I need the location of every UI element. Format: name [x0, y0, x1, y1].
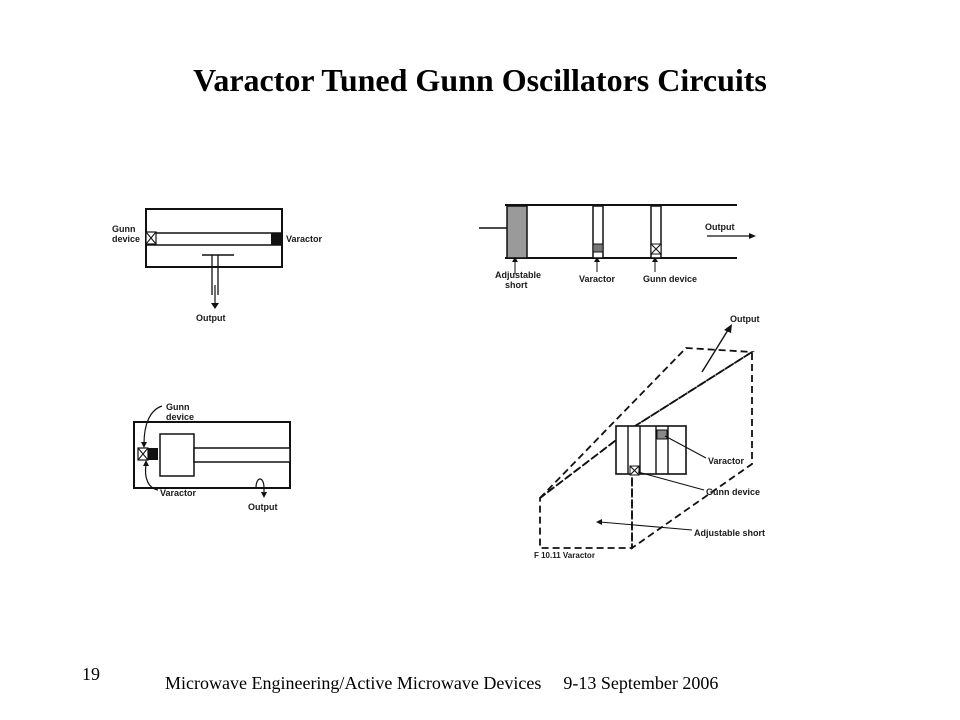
- adjustable-short-label: Adjustable: [495, 270, 541, 280]
- waveguide-post: [145, 232, 283, 246]
- output-line: [193, 447, 291, 463]
- varactor-symbol: [656, 429, 668, 440]
- svg-text:device: device: [112, 234, 140, 244]
- slide-number: 19: [82, 664, 100, 684]
- output-label: Output: [705, 222, 735, 232]
- cavity-oscillator-figure: Output Varactor Gunn device Adjustable s…: [520, 300, 790, 562]
- gunn-device-label: Gunn device: [706, 487, 760, 497]
- output-arrow: [255, 478, 265, 494]
- post-window: [615, 425, 687, 475]
- cavity-outline: [539, 347, 755, 550]
- adjustable-short-block: [506, 205, 528, 259]
- gunn-device-label: Gunn device: [643, 274, 697, 284]
- svg-text:device: device: [166, 412, 194, 422]
- gunn-device-label: Gunn: [112, 224, 136, 234]
- adjustable-short-label: Adjustable short: [694, 528, 765, 538]
- svg-text:short: short: [505, 280, 528, 290]
- varactor-label: Varactor: [579, 274, 616, 284]
- varactor-label: Varactor: [160, 488, 197, 498]
- gunn-post: [650, 205, 662, 259]
- slide-footer: Microwave Engineering/Active Microwave D…: [165, 673, 718, 694]
- coaxial-oscillator-figure: Output Adjustable short Varactor Gunn de…: [475, 192, 775, 294]
- output-label: Output: [196, 313, 226, 323]
- waveguide-oscillator-figure: Gunn device Varactor Output: [108, 195, 348, 330]
- resonator-pad: [159, 433, 195, 477]
- gunn-device-label: Gunn: [166, 402, 190, 412]
- varactor-label: Varactor: [286, 234, 323, 244]
- varactor-symbol: [592, 243, 604, 253]
- varactor-symbol: [271, 233, 282, 245]
- footer-course: Microwave Engineering/Active Microwave D…: [165, 673, 542, 693]
- figure-caption: F 10.11 Varactor: [534, 551, 595, 560]
- output-label: Output: [730, 314, 760, 324]
- output-arrow: [211, 303, 219, 309]
- varactor-symbol: [148, 448, 158, 460]
- varactor-post: [592, 205, 604, 259]
- slide-title: Varactor Tuned Gunn Oscillators Circuits: [193, 62, 767, 98]
- footer-date: 9-13 September 2006: [563, 673, 719, 693]
- output-arrow: [701, 329, 729, 373]
- output-label: Output: [248, 502, 278, 512]
- microstrip-oscillator-figure: Gunn device Varactor Output: [120, 390, 320, 520]
- varactor-label: Varactor: [708, 456, 745, 466]
